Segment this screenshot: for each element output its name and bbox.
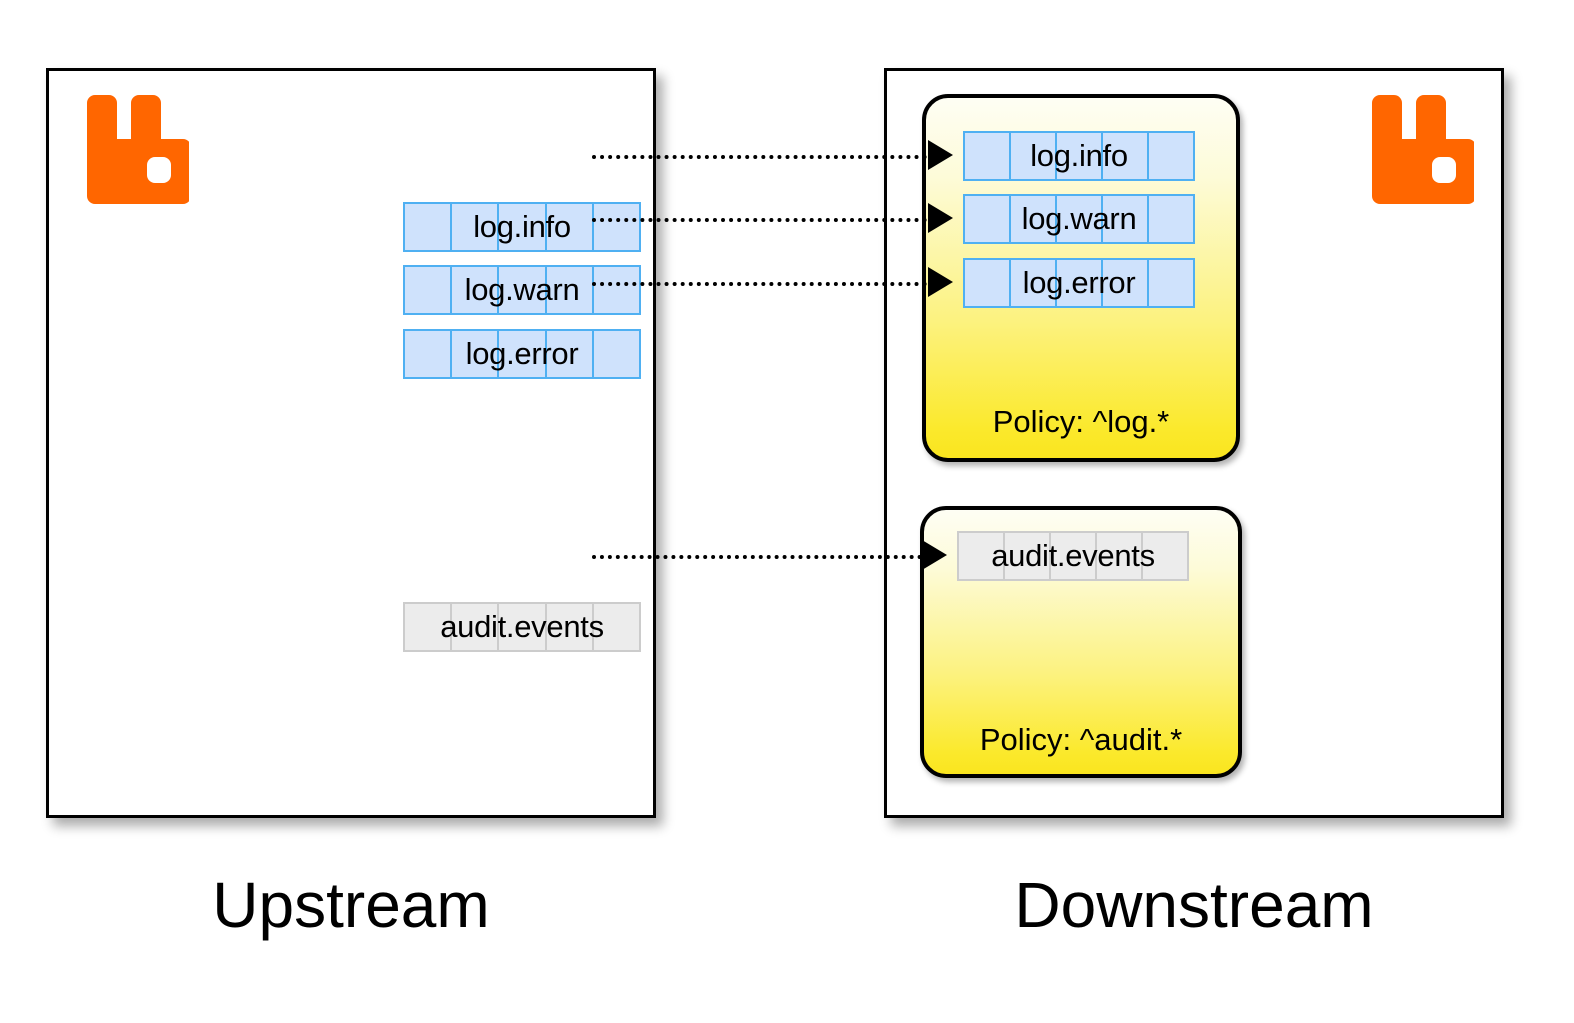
queue-cell	[1055, 196, 1101, 242]
queue-cell	[1009, 196, 1055, 242]
queue-log-error-upstream[interactable]: log.error	[403, 329, 641, 379]
queue-cell	[544, 204, 592, 250]
queue-cell	[450, 331, 497, 377]
broker-caption-downstream: Downstream	[1014, 869, 1374, 941]
queue-cell	[591, 604, 639, 650]
queue-log-info-upstream[interactable]: log.info	[403, 202, 641, 252]
queue-cell	[1003, 533, 1049, 579]
rabbitmq-logo-icon	[1364, 93, 1476, 208]
queue-cell	[544, 604, 592, 650]
queue-cell	[965, 196, 1009, 242]
queue-cell	[405, 604, 450, 650]
federation-link-log-error	[592, 282, 927, 286]
queue-cell	[450, 267, 497, 313]
queue-cell	[1055, 133, 1101, 179]
queue-cell	[497, 204, 544, 250]
queue-cell	[405, 267, 450, 313]
queue-cell	[1147, 260, 1193, 306]
queue-cell	[959, 533, 1003, 579]
queue-cell	[1055, 260, 1101, 306]
arrow-head-icon	[928, 140, 953, 170]
queue-cell	[1049, 533, 1095, 579]
queue-cell	[965, 260, 1009, 306]
queue-log-info-downstream[interactable]: log.info	[963, 131, 1195, 181]
arrow-head-icon	[922, 540, 947, 570]
queue-cell	[544, 267, 592, 313]
queue-audit-events-downstream[interactable]: audit.events	[957, 531, 1189, 581]
federation-link-log-info	[592, 155, 927, 159]
queue-cell	[544, 331, 592, 377]
queue-cell	[405, 204, 450, 250]
federation-link-log-warn	[592, 218, 927, 222]
queue-cell	[1101, 196, 1147, 242]
queue-cell	[1147, 133, 1193, 179]
federation-link-audit-events	[592, 555, 922, 559]
queue-log-error-downstream[interactable]: log.error	[963, 258, 1195, 308]
queue-log-warn-downstream[interactable]: log.warn	[963, 194, 1195, 244]
arrow-head-icon	[928, 267, 953, 297]
policy-caption-audit: Policy: ^audit.*	[979, 722, 1183, 757]
queue-audit-events-upstream[interactable]: audit.events	[403, 602, 641, 652]
queue-cell	[1141, 533, 1187, 579]
rabbitmq-logo-icon	[79, 93, 191, 208]
queue-cell	[965, 133, 1009, 179]
queue-cell	[1009, 260, 1055, 306]
queue-cell	[591, 331, 639, 377]
queue-cell	[405, 331, 450, 377]
queue-cell	[1147, 196, 1193, 242]
queue-cell	[450, 604, 497, 650]
queue-cell	[497, 604, 544, 650]
queue-cell	[497, 267, 544, 313]
arrow-head-icon	[928, 203, 953, 233]
queue-cell	[1095, 533, 1141, 579]
queue-log-warn-upstream[interactable]: log.warn	[403, 265, 641, 315]
queue-cell	[1009, 133, 1055, 179]
broker-upstream[interactable]: log.info log.warn log.error audit.events	[46, 68, 656, 818]
queue-cell	[450, 204, 497, 250]
queue-cell	[497, 331, 544, 377]
queue-cell	[591, 204, 639, 250]
queue-cell	[591, 267, 639, 313]
queue-cell	[1101, 133, 1147, 179]
policy-caption-log: Policy: ^log.*	[992, 404, 1170, 439]
broker-caption-upstream: Upstream	[212, 869, 490, 941]
queue-cell	[1101, 260, 1147, 306]
